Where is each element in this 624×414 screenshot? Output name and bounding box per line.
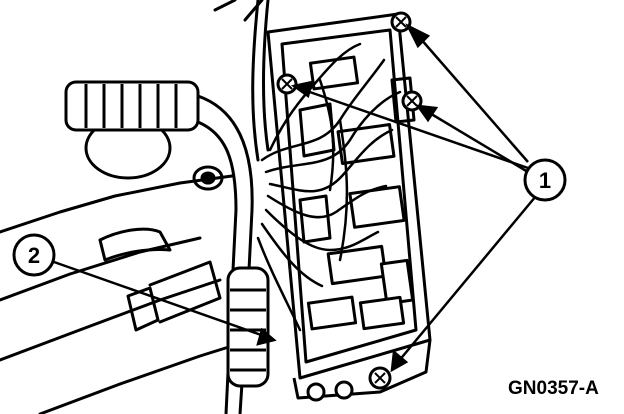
tube-connector bbox=[226, 266, 270, 388]
callout-2-number: 2 bbox=[28, 243, 40, 268]
arrowhead-2 bbox=[256, 327, 277, 346]
leader-lines bbox=[53, 23, 537, 373]
arrowhead-1a bbox=[405, 23, 431, 49]
wiring-harness bbox=[256, 42, 402, 332]
arrowhead-1b bbox=[290, 80, 314, 99]
leader-1-to-top-bolt bbox=[419, 37, 529, 163]
leader-1-to-left-bolt bbox=[303, 88, 529, 170]
bolt-bottom bbox=[368, 366, 392, 390]
leader-1-to-mid-bolt bbox=[427, 110, 529, 174]
bolt-top-right bbox=[390, 11, 412, 33]
arrowhead-1d bbox=[390, 349, 409, 373]
bolts bbox=[276, 11, 423, 402]
tube bbox=[197, 94, 254, 414]
callout-2: 2 bbox=[12, 233, 56, 277]
leader-1-to-bottom-bolt bbox=[397, 195, 537, 363]
callout-1: 1 bbox=[523, 158, 567, 202]
figure-code: GN0357-A bbox=[508, 378, 599, 399]
callout-1-number: 1 bbox=[539, 168, 551, 193]
bolt-upper-left bbox=[276, 73, 298, 95]
ribbed-hose bbox=[64, 80, 200, 132]
bolt-bottom-left bbox=[306, 380, 354, 402]
valve-body-assembly bbox=[266, 12, 432, 400]
engine-compartment-outline bbox=[0, 0, 270, 414]
arrowhead-1c bbox=[415, 104, 439, 123]
leader-2-to-housing bbox=[53, 260, 265, 338]
